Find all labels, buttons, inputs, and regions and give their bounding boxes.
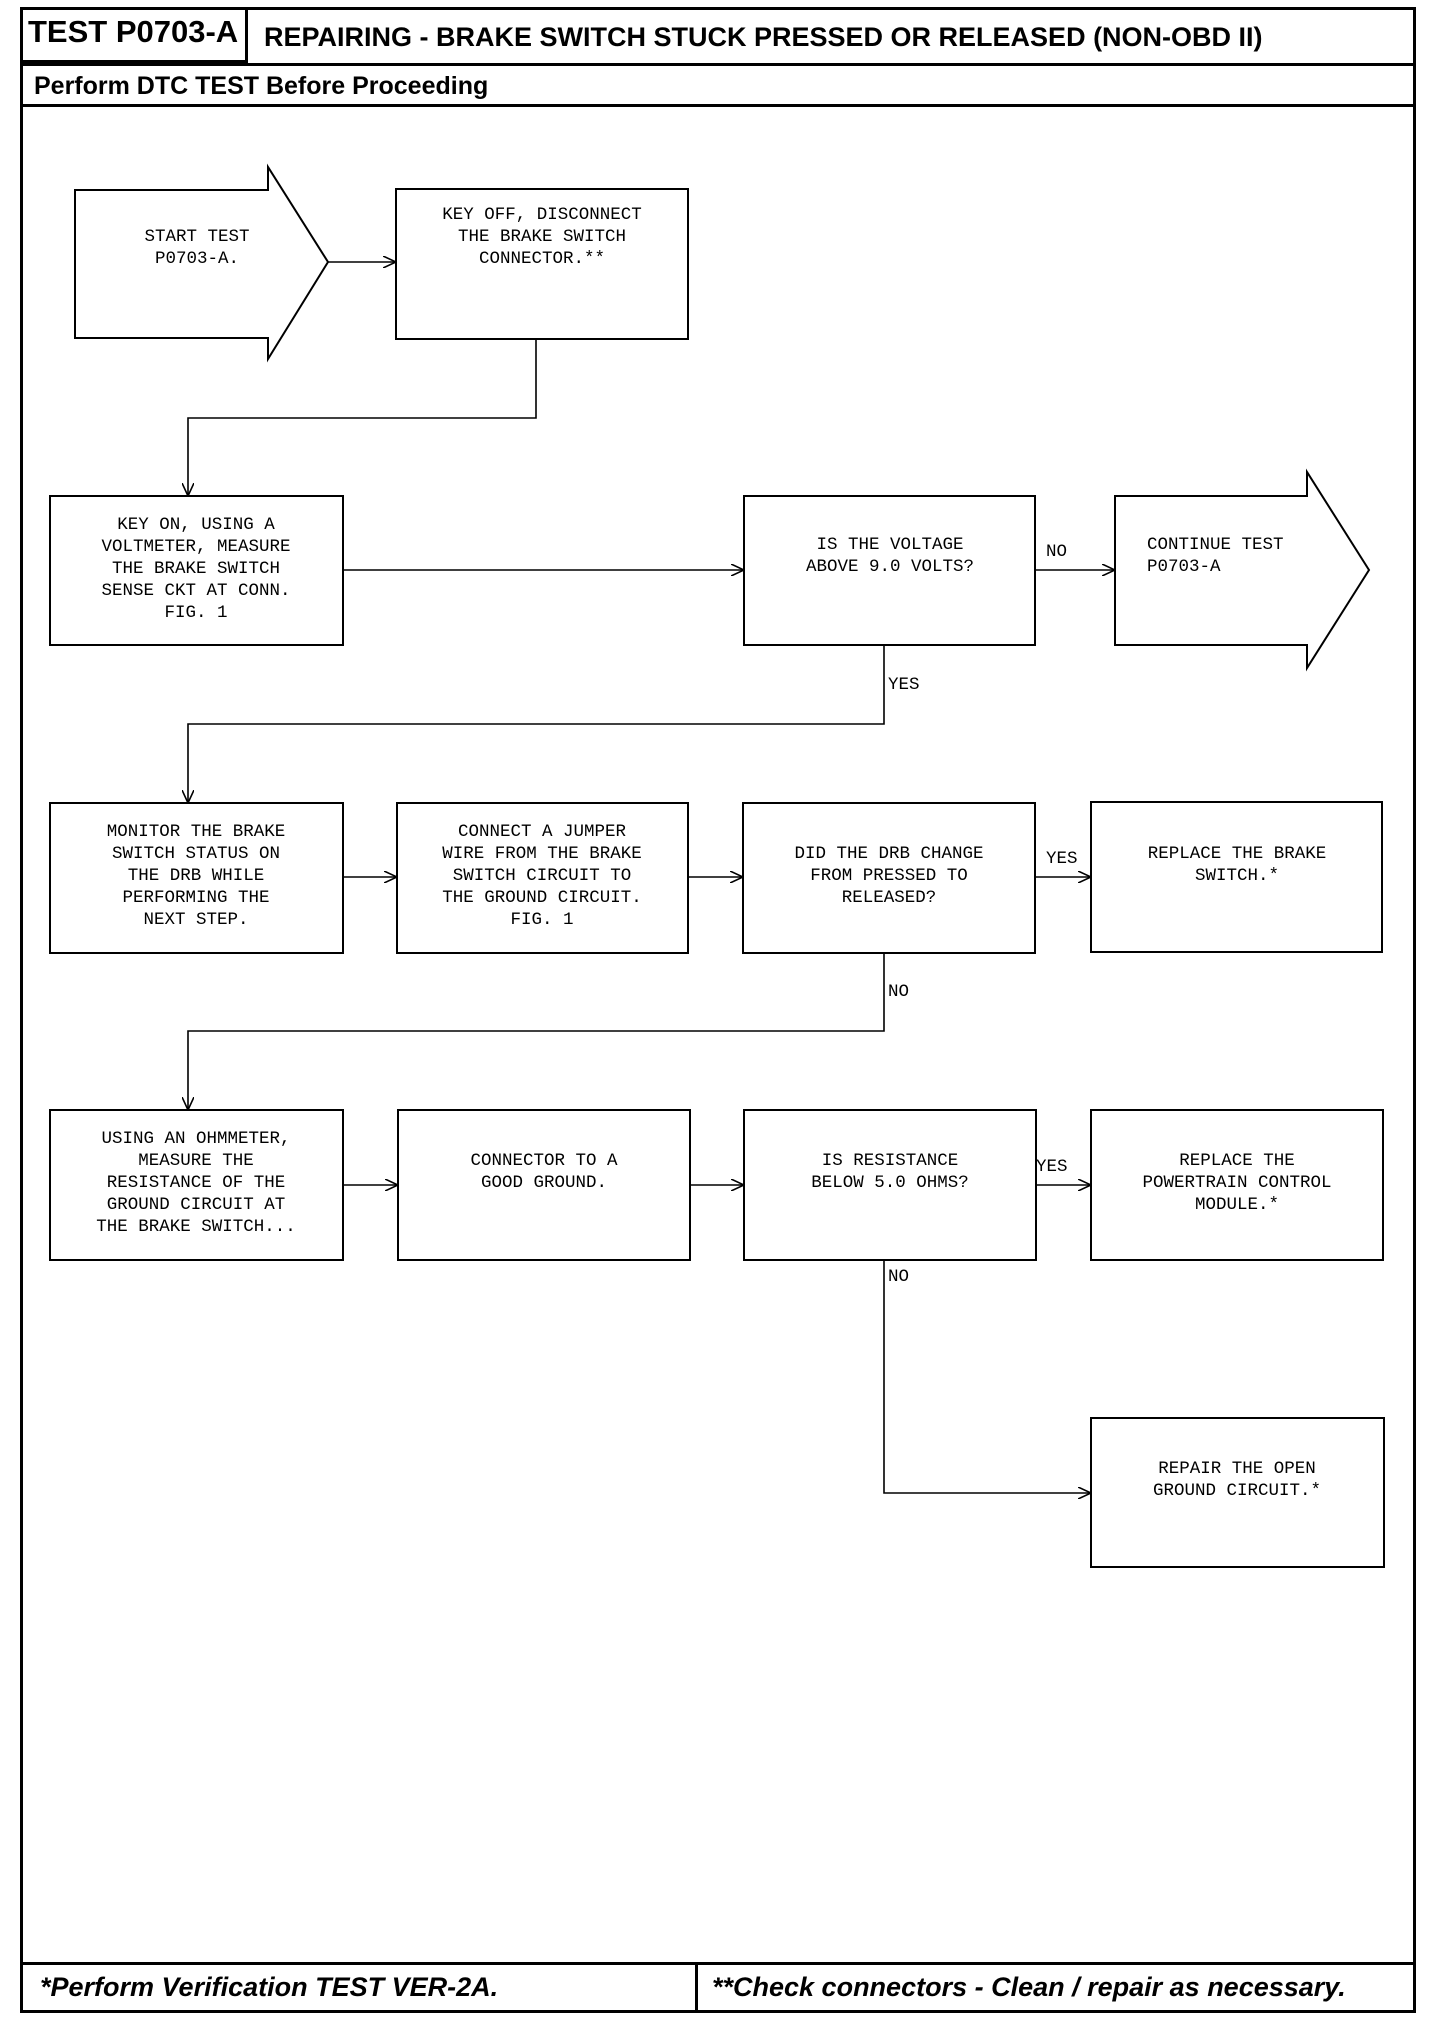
jumper-text-line: CONNECT A JUMPER (458, 822, 627, 842)
connector-keyoff-keyon (188, 339, 537, 496)
repair-ground-text-line: GROUND CIRCUIT.* (1153, 1481, 1321, 1501)
continue-text-line: P0703-A (1147, 557, 1221, 577)
ohmmeter-text-line: THE BRAKE SWITCH... (96, 1217, 296, 1237)
key-off-text-line: THE BRAKE SWITCH (458, 227, 626, 247)
page-subtitle: Perform DTC TEST Before Proceeding (34, 72, 489, 100)
monitor-text-line: THE DRB WHILE (128, 866, 265, 886)
monitor-text-line: PERFORMING THE (122, 888, 269, 908)
key-on-text-line: SENSE CKT AT CONN. (101, 581, 290, 601)
header-divider (20, 63, 1416, 66)
monitor-text-line: NEXT STEP. (143, 910, 248, 930)
label-drb-no: NO (888, 982, 909, 1002)
replace-pcm-node (1090, 1109, 1384, 1261)
footer-column-divider (695, 1962, 698, 2013)
replace-switch-node (1090, 801, 1383, 953)
label-resistance-yes: YES (1036, 1157, 1068, 1177)
key-on-node (49, 495, 344, 646)
page-title: REPAIRING - BRAKE SWITCH STUCK PRESSED O… (264, 22, 1263, 52)
connector-resistance-repair (883, 1260, 1091, 1493)
ohmmeter-text-line: GROUND CIRCUIT AT (107, 1195, 286, 1215)
connector-drb-ohmmeter (188, 953, 885, 1110)
repair-ground-node (1090, 1417, 1385, 1568)
label-voltage-no: NO (1046, 542, 1067, 562)
page-frame (20, 7, 1416, 2013)
jumper-text-line: WIRE FROM THE BRAKE (442, 844, 642, 864)
good-ground-text-line: CONNECTOR TO A (470, 1151, 618, 1171)
key-on-text-line: FIG. 1 (164, 603, 227, 623)
start-node (74, 163, 330, 363)
ohmmeter-node (49, 1109, 344, 1261)
key-off-text-line: CONNECTOR.** (479, 249, 605, 269)
jumper-node (396, 802, 689, 954)
ohmmeter-text-line: RESISTANCE OF THE (107, 1173, 286, 1193)
continue-node (1114, 468, 1371, 672)
monitor-text-line: SWITCH STATUS ON (112, 844, 280, 864)
continue-text-line: CONTINUE TEST (1147, 535, 1284, 555)
start-text-line: START TEST (144, 227, 249, 247)
key-on-text-line: KEY ON, USING A (117, 515, 275, 535)
key-off-text-line: KEY OFF, DISCONNECT (442, 205, 642, 225)
replace-pcm-text-line: POWERTRAIN CONTROL (1142, 1173, 1331, 1193)
resistance-q-text-line: IS RESISTANCE (822, 1151, 959, 1171)
voltage-question-node (743, 495, 1036, 646)
repair-ground-text-line: REPAIR THE OPEN (1158, 1459, 1316, 1479)
footer-note-right: **Check connectors - Clean / repair as n… (712, 1972, 1346, 2002)
resistance-q-text-line: BELOW 5.0 OHMS? (811, 1173, 969, 1193)
replace-switch-text-line: SWITCH.* (1195, 866, 1279, 886)
footer-note-left: *Perform Verification TEST VER-2A. (40, 1972, 499, 2002)
resistance-question-node (743, 1109, 1037, 1261)
monitor-node (49, 802, 344, 954)
jumper-text-line: FIG. 1 (510, 910, 573, 930)
jumper-text-line: THE GROUND CIRCUIT. (442, 888, 642, 908)
test-id-box (20, 7, 248, 63)
subtitle-divider (20, 104, 1416, 107)
good-ground-text-line: GOOD GROUND. (481, 1173, 607, 1193)
good-ground-node (397, 1109, 691, 1261)
voltage-q-text-line: ABOVE 9.0 VOLTS? (806, 557, 974, 577)
connector-voltage-monitor (188, 645, 885, 803)
replace-switch-text-line: REPLACE THE BRAKE (1148, 844, 1327, 864)
ohmmeter-text-line: MEASURE THE (138, 1151, 254, 1171)
drb-question-node (742, 802, 1036, 954)
key-on-text-line: THE BRAKE SWITCH (112, 559, 280, 579)
label-voltage-yes: YES (888, 675, 920, 695)
drb-q-text-line: RELEASED? (842, 888, 937, 908)
replace-pcm-text-line: MODULE.* (1195, 1195, 1279, 1215)
label-drb-yes: YES (1046, 849, 1078, 869)
key-on-text-line: VOLTMETER, MEASURE (101, 537, 290, 557)
drb-q-text-line: FROM PRESSED TO (810, 866, 968, 886)
replace-pcm-text-line: REPLACE THE (1179, 1151, 1295, 1171)
start-text-line: P0703-A. (155, 249, 239, 269)
test-id: TEST P0703-A (28, 14, 239, 49)
footer-divider (20, 1962, 1416, 1965)
jumper-text-line: SWITCH CIRCUIT TO (453, 866, 632, 886)
drb-q-text-line: DID THE DRB CHANGE (794, 844, 983, 864)
ohmmeter-text-line: USING AN OHMMETER, (101, 1129, 290, 1149)
voltage-q-text-line: IS THE VOLTAGE (816, 535, 963, 555)
monitor-text-line: MONITOR THE BRAKE (107, 822, 286, 842)
label-resistance-no: NO (888, 1267, 909, 1287)
